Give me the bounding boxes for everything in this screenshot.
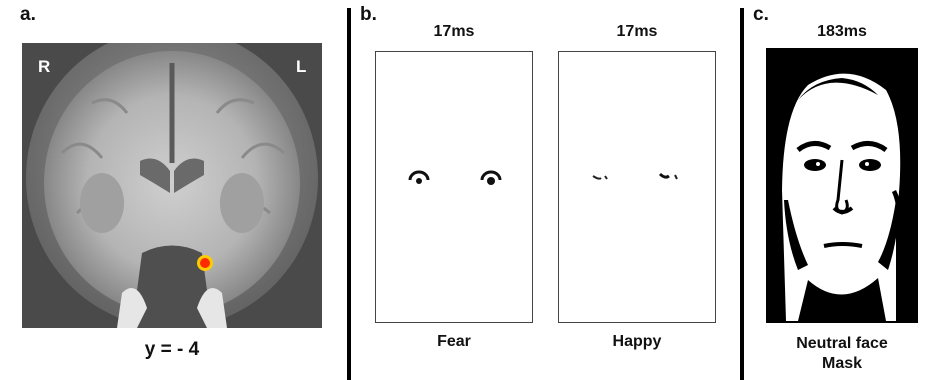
panel-divider-2 bbox=[740, 8, 744, 380]
panel-divider-1 bbox=[347, 8, 351, 380]
mri-coronal-slice bbox=[22, 43, 322, 328]
happy-stimulus-label: Happy bbox=[558, 333, 716, 351]
happy-stimulus-frame bbox=[558, 51, 716, 323]
right-hemisphere-marker: R bbox=[38, 57, 50, 77]
slice-coordinate-caption: y = - 4 bbox=[22, 339, 322, 361]
fear-stimulus-frame bbox=[375, 51, 533, 323]
fear-stimulus-label: Fear bbox=[375, 333, 533, 351]
happy-eye-whites bbox=[559, 52, 714, 321]
fear-eye-whites bbox=[376, 52, 531, 321]
mask-caption-line1: Neutral face bbox=[766, 335, 918, 353]
mask-timing: 183ms bbox=[766, 23, 918, 41]
happy-stimulus-timing: 17ms bbox=[558, 23, 716, 41]
neutral-face-mask-image bbox=[766, 48, 918, 323]
panel-a-letter: a. bbox=[20, 4, 36, 26]
mask-caption-line2: Mask bbox=[766, 355, 918, 373]
left-hemisphere-marker: L bbox=[296, 57, 306, 77]
fear-stimulus-timing: 17ms bbox=[375, 23, 533, 41]
